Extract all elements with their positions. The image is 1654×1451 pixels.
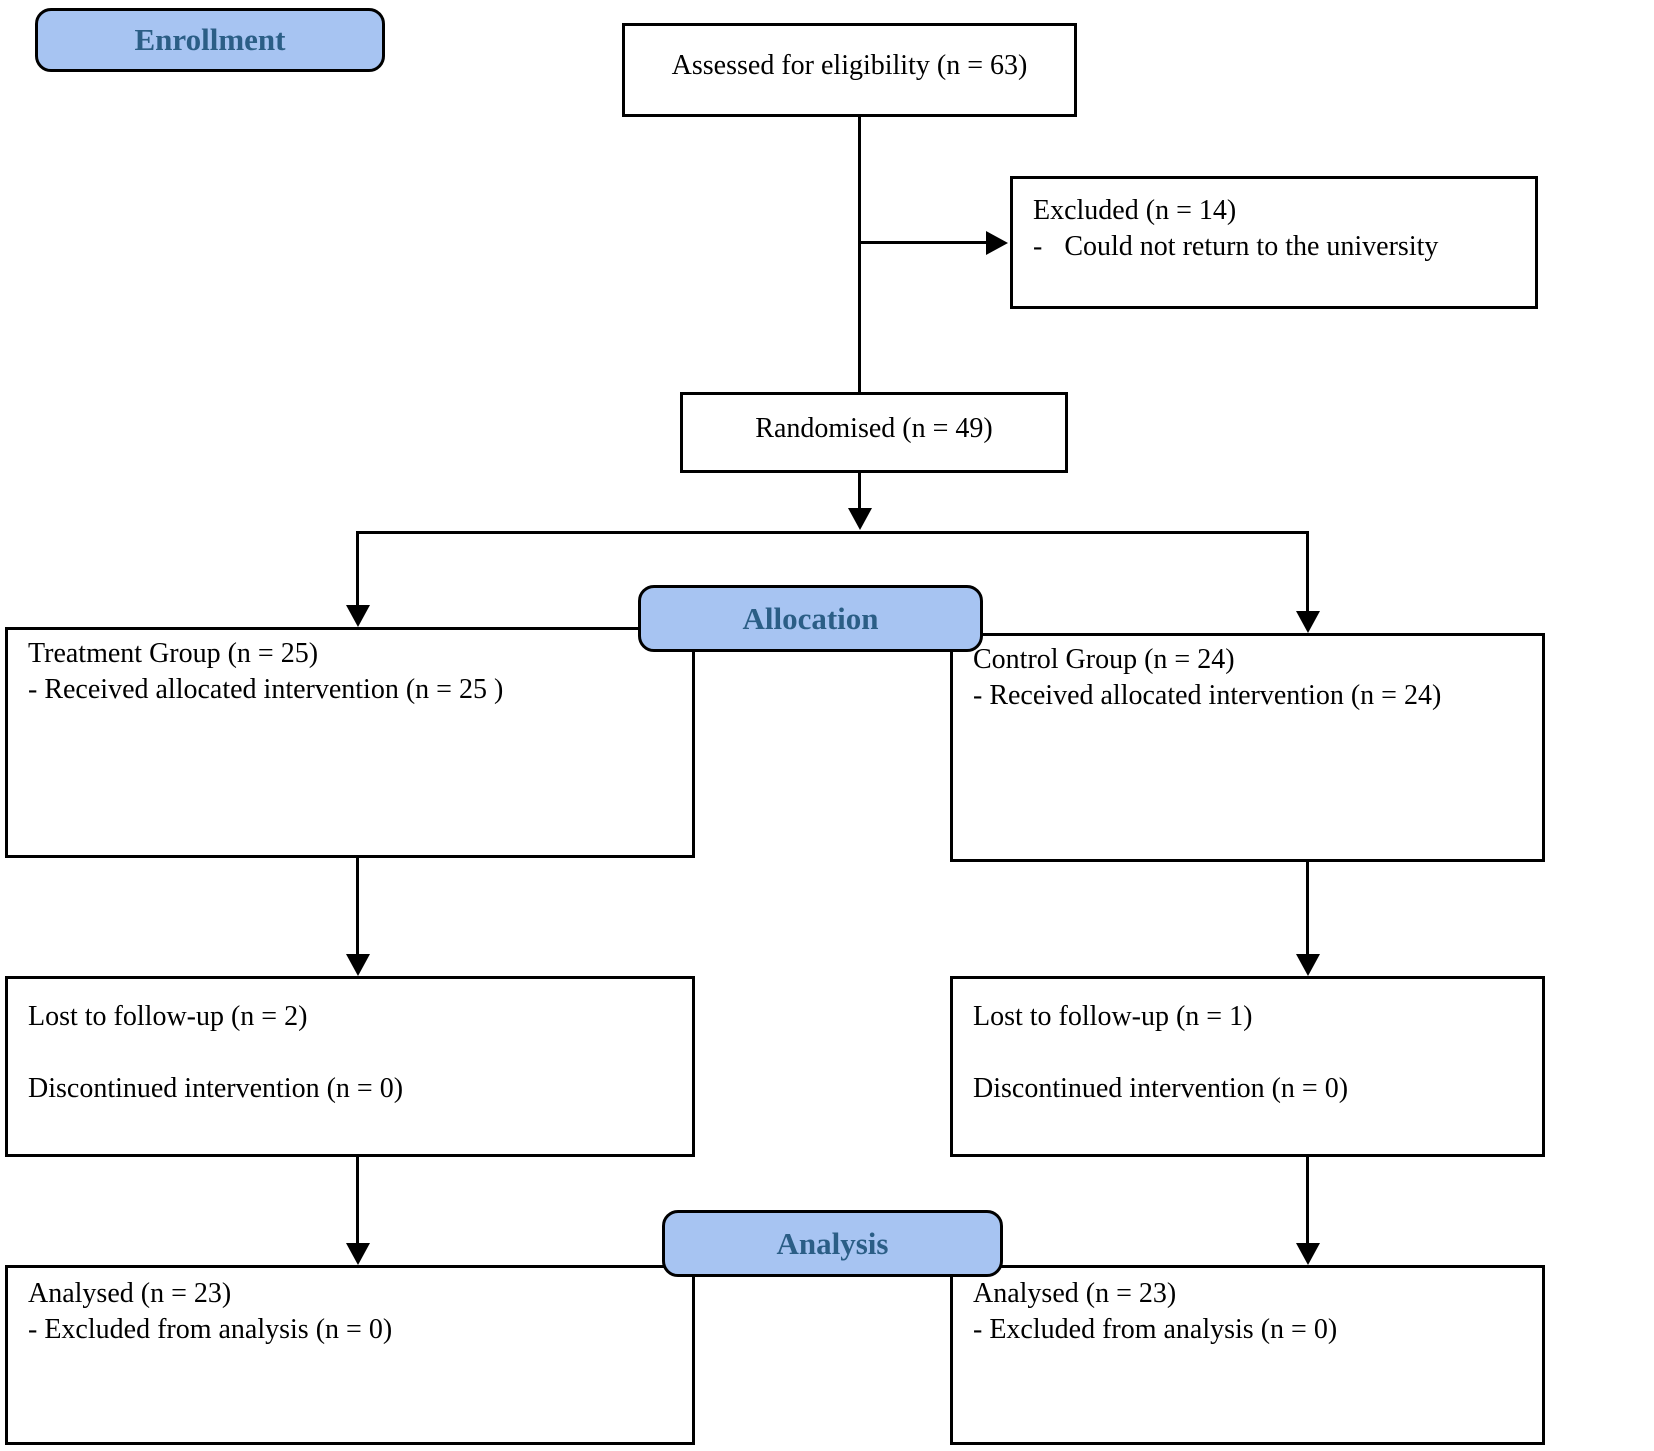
control-line2: - Received allocated intervention (n = 2… [973, 680, 1442, 711]
split-line [356, 531, 1309, 534]
arrowhead-randomised-split-icon [848, 508, 872, 530]
arrowhead-to-control-icon [1296, 611, 1320, 633]
randomised-box: Randomised (n = 49) [680, 392, 1068, 473]
arrowhead-analysed-right-icon [1296, 1243, 1320, 1265]
connector-branch-to-excluded [860, 241, 986, 244]
lost-left-line1: Lost to follow-up (n = 2) [28, 1001, 308, 1032]
lost-followup-treatment-box: Lost to follow-up (n = 2) Discontinued i… [5, 976, 695, 1157]
analysed-control-box: Analysed (n = 23) - Excluded from analys… [950, 1265, 1545, 1445]
excluded-box: Excluded (n = 14) - Could not return to … [1010, 176, 1538, 309]
treatment-line2: - Received allocated intervention (n = 2… [28, 674, 504, 705]
control-line1: Control Group (n = 24) [973, 644, 1235, 675]
arrowhead-control-lost-icon [1296, 954, 1320, 976]
enrollment-stage-text: Enrollment [134, 22, 286, 57]
analysed-treatment-box: Analysed (n = 23) - Excluded from analys… [5, 1265, 695, 1445]
connector-split-to-treatment [356, 533, 359, 607]
excluded-line2: - Could not return to the university [1033, 229, 1515, 265]
connector-split-to-control [1306, 533, 1309, 613]
treatment-group-box: Treatment Group (n = 25) - Received allo… [5, 627, 695, 858]
treatment-line1: Treatment Group (n = 25) [28, 638, 319, 669]
lost-left-line2: Discontinued intervention (n = 0) [28, 1073, 404, 1104]
arrowhead-to-excluded-icon [986, 231, 1008, 255]
arrowhead-analysed-left-icon [346, 1243, 370, 1265]
analysis-stage-label: Analysis [662, 1210, 1003, 1277]
assessed-eligibility-box: Assessed for eligibility (n = 63) [622, 23, 1077, 117]
connector-control-to-lost [1306, 862, 1309, 956]
lost-right-line1: Lost to follow-up (n = 1) [973, 1001, 1253, 1032]
assessed-eligibility-text: Assessed for eligibility (n = 63) [671, 50, 1028, 81]
randomised-text: Randomised (n = 49) [755, 412, 993, 444]
excluded-line2-dash: - [1033, 231, 1043, 262]
connector-assessed-to-randomised [858, 117, 861, 392]
arrowhead-treatment-lost-icon [346, 954, 370, 976]
control-group-box: Control Group (n = 24) - Received alloca… [950, 633, 1545, 862]
lost-followup-control-box: Lost to follow-up (n = 1) Discontinued i… [950, 976, 1545, 1157]
excluded-line2-text: Could not return to the university [1064, 231, 1439, 262]
excluded-line1: Excluded (n = 14) [1033, 195, 1237, 226]
analysed-left-line2: - Excluded from analysis (n = 0) [28, 1314, 393, 1345]
lost-right-line2: Discontinued intervention (n = 0) [973, 1073, 1349, 1104]
allocation-stage-text: Allocation [742, 600, 879, 636]
connector-lost-to-analysed-right [1306, 1157, 1309, 1245]
arrowhead-to-treatment-icon [346, 605, 370, 627]
connector-treatment-to-lost [356, 858, 359, 956]
connector-randomised-to-split [858, 473, 861, 512]
enrollment-stage-label: Enrollment [35, 8, 385, 72]
analysed-right-line2: - Excluded from analysis (n = 0) [973, 1314, 1338, 1345]
analysed-left-line1: Analysed (n = 23) [28, 1278, 232, 1309]
analysed-right-line1: Analysed (n = 23) [973, 1278, 1177, 1309]
allocation-stage-label: Allocation [638, 585, 983, 652]
analysis-stage-text: Analysis [776, 1225, 889, 1261]
connector-lost-to-analysed-left [356, 1157, 359, 1245]
